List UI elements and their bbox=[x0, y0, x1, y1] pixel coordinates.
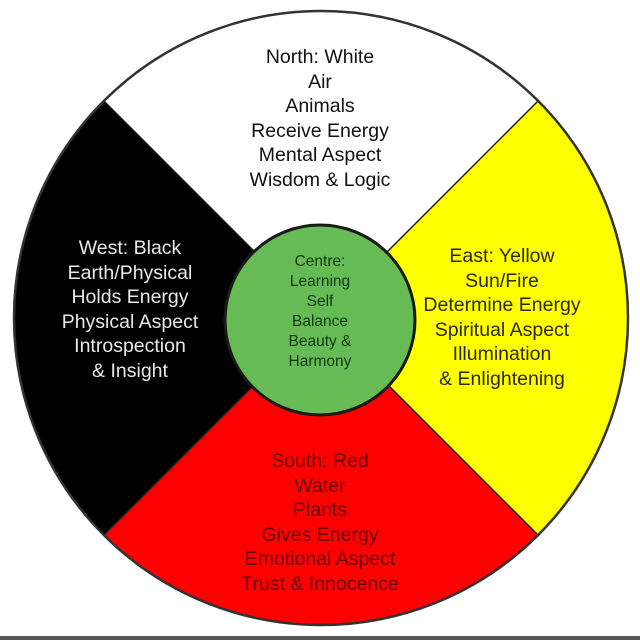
centre-item-4: Beauty & bbox=[288, 333, 352, 350]
south-kingdom: Plants bbox=[292, 499, 348, 521]
north-kingdom: Animals bbox=[285, 95, 355, 117]
north-aspect: Mental Aspect bbox=[258, 144, 382, 166]
south-energy: Gives Energy bbox=[261, 523, 379, 546]
north-energy: Receive Energy bbox=[251, 119, 389, 142]
west-label: West: Black Earth/Physical Holds Energy … bbox=[30, 236, 230, 383]
centre-item-5: Harmony bbox=[288, 353, 352, 370]
east-aspect: Spiritual Aspect bbox=[434, 318, 570, 341]
east-energy: Determine Energy bbox=[423, 294, 581, 316]
west-energy: Holds Energy bbox=[71, 286, 189, 308]
east-quality-2: & Enlightening bbox=[439, 367, 565, 390]
west-aspect: Physical Aspect bbox=[61, 310, 199, 333]
south-aspect: Emotional Aspect bbox=[244, 548, 396, 570]
west-title: West: Black bbox=[78, 237, 182, 259]
east-quality-1: Illumination bbox=[452, 343, 552, 365]
east-element: Sun/Fire bbox=[465, 269, 539, 292]
centre-circle bbox=[223, 223, 417, 417]
west-quality-2: & Insight bbox=[92, 359, 168, 382]
west-element: Earth/Physical bbox=[67, 261, 193, 284]
outer-ring bbox=[12, 9, 630, 627]
north-quality: Wisdom & Logic bbox=[249, 168, 391, 191]
south-quality: Trust & Innocence bbox=[241, 572, 399, 595]
north-label: North: White Air Animals Receive Energy … bbox=[170, 45, 470, 192]
east-quadrant bbox=[321, 101, 628, 535]
north-quadrant bbox=[104, 11, 538, 318]
south-title: South: Red bbox=[271, 450, 369, 472]
bottom-edge-bar bbox=[0, 636, 640, 640]
east-label: East: Yellow Sun/Fire Determine Energy S… bbox=[392, 244, 612, 391]
north-element: Air bbox=[308, 70, 332, 93]
centre-label: Centre: Learning Self Balance Beauty & H… bbox=[225, 252, 415, 372]
north-title: North: White bbox=[265, 46, 375, 68]
south-label: South: Red Water Plants Gives Energy Emo… bbox=[170, 449, 470, 596]
west-quality-1: Introspection bbox=[74, 335, 186, 357]
centre-item-1: Learning bbox=[289, 273, 351, 290]
east-title: East: Yellow bbox=[449, 245, 555, 267]
centre-item-3: Balance bbox=[291, 313, 348, 330]
south-quadrant bbox=[104, 318, 538, 625]
centre-item-2: Self bbox=[306, 293, 334, 310]
centre-title: Centre: bbox=[294, 253, 346, 270]
west-quadrant bbox=[14, 101, 321, 535]
south-element: Water bbox=[294, 474, 346, 497]
